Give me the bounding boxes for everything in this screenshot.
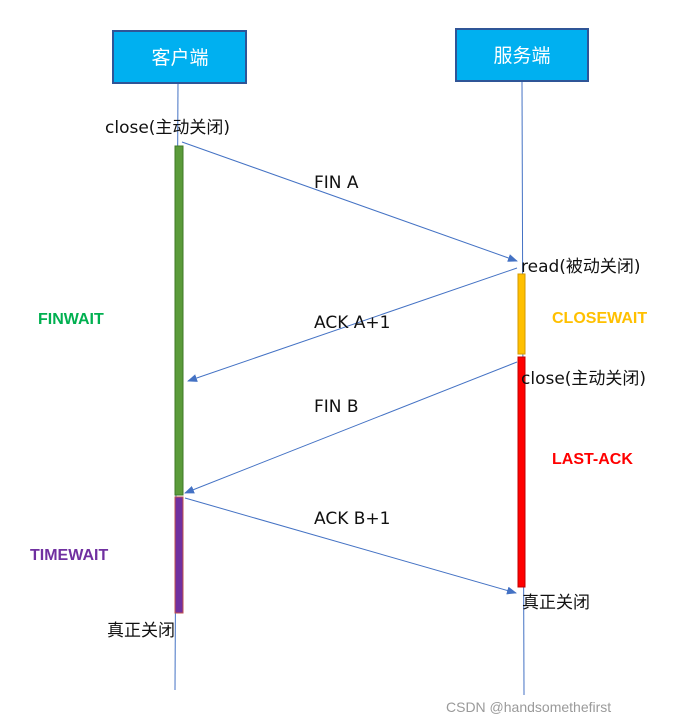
ack-b-label: ACK B+1 xyxy=(314,509,390,529)
client-finwait-bar xyxy=(174,145,184,496)
client-timewait-bar xyxy=(174,496,184,614)
watermark: CSDN @handsomethefirst xyxy=(446,699,611,715)
fin-a-arrow xyxy=(181,141,518,262)
client-close-event: close(主动关闭) xyxy=(105,118,230,138)
client-real-close-event: 真正关闭 xyxy=(107,621,175,641)
server-close-event: close(主动关闭) xyxy=(521,369,646,389)
fin-a-label: FIN A xyxy=(314,173,359,193)
fin-b-arrow xyxy=(184,361,518,494)
ack-a-label: ACK A+1 xyxy=(314,313,390,333)
client-box-label: 客户端 xyxy=(151,47,208,69)
server-read-event: read(被动关闭) xyxy=(521,257,641,277)
server-lastack-bar xyxy=(517,356,526,588)
ack-b-arrow xyxy=(184,497,517,595)
client-box: 客户端 xyxy=(112,30,247,84)
server-box: 服务端 xyxy=(455,28,589,82)
timewait-state-label: TIMEWAIT xyxy=(30,547,108,564)
finwait-state-label: FINWAIT xyxy=(38,311,104,328)
fin-b-label: FIN B xyxy=(314,397,359,417)
server-closewait-bar xyxy=(517,273,526,355)
server-box-label: 服务端 xyxy=(493,45,550,67)
ack-a-arrow xyxy=(187,267,518,382)
server-real-close-event: 真正关闭 xyxy=(522,593,590,613)
lastack-state-label: LAST-ACK xyxy=(552,451,633,468)
closewait-state-label: CLOSEWAIT xyxy=(552,310,647,327)
